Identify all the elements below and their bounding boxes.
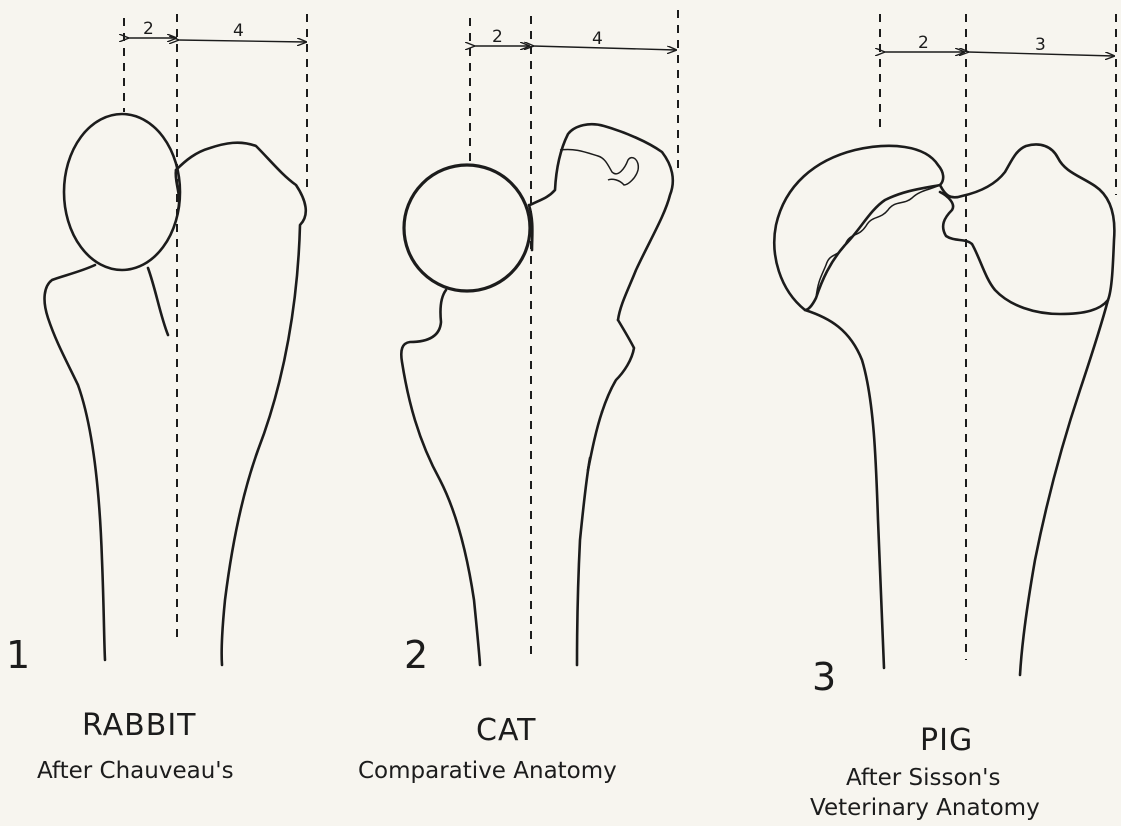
rabbit-name: RABBIT: [82, 708, 197, 743]
pig-panel: 2 3 3 PIG After Sisson's Veterinary Anat…: [774, 14, 1116, 821]
rabbit-femur-drawing: [45, 114, 306, 665]
pig-shaft-medial: [805, 310, 884, 668]
cat-third-trochanter: [602, 320, 634, 412]
cat-troch-dim-arrow: [533, 46, 676, 50]
pig-head-width: 2: [918, 33, 929, 53]
pig-femoral-head: [774, 146, 943, 310]
cat-trochanter-width: 4: [592, 29, 603, 49]
cat-shaft-medial: [401, 290, 480, 665]
cat-name: CAT: [476, 713, 536, 748]
pig-femur-drawing: [774, 145, 1114, 676]
cat-femur-drawing: [401, 124, 673, 665]
pig-shaft-lateral: [1020, 300, 1108, 675]
rabbit-panel: 2 4 1 RABBIT After Chauveau's: [6, 14, 307, 784]
rabbit-figure-number: 1: [6, 633, 30, 677]
cat-greater-trochanter: [530, 124, 673, 320]
pig-name: PIG: [920, 723, 973, 758]
pig-figure-number: 3: [812, 655, 836, 699]
rabbit-caption: After Chauveau's: [37, 758, 234, 784]
rabbit-shaft-medial: [45, 265, 105, 660]
pig-caption-line-1: After Sisson's: [846, 765, 1000, 791]
rabbit-trochanter-width: 4: [233, 21, 244, 41]
cat-panel: 2 4 2 CAT Comparative Anatomy: [358, 10, 678, 784]
rabbit-head-width: 2: [143, 19, 154, 39]
cat-figure-number: 2: [404, 633, 428, 677]
rabbit-femoral-head: [64, 114, 180, 270]
pig-trochanter-width: 3: [1035, 35, 1046, 55]
cat-trochanter-ridge: [560, 149, 638, 185]
cat-shaft-lateral-2: [577, 458, 590, 665]
rabbit-greater-trochanter: [176, 143, 306, 665]
rabbit-neck-line: [148, 268, 168, 335]
pig-caption-line-2: Veterinary Anatomy: [810, 795, 1040, 821]
pig-head-epiphysis: [816, 185, 940, 298]
cat-head-width: 2: [492, 27, 503, 47]
cat-femoral-head: [404, 165, 530, 291]
cat-caption: Comparative Anatomy: [358, 758, 617, 784]
